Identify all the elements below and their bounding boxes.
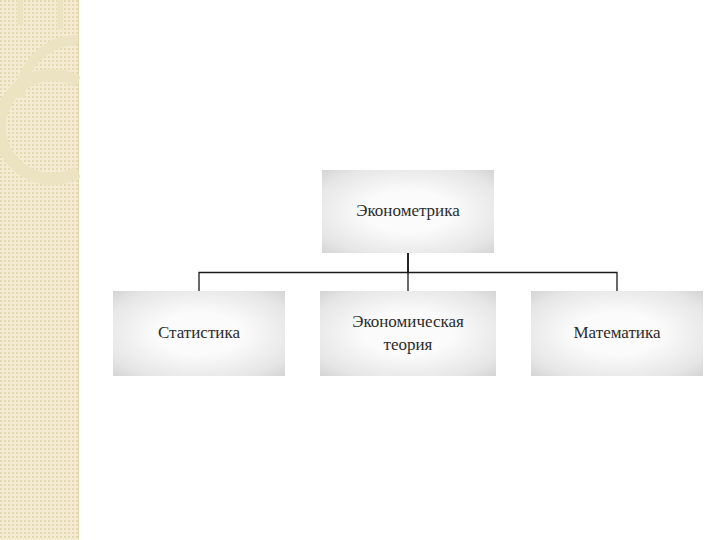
box-label: Эконометрика — [356, 200, 459, 222]
box-label: Экономическая теория — [332, 311, 484, 355]
child-box: Экономическая теория — [320, 291, 496, 376]
strip-bars — [20, 0, 60, 30]
strip-ground — [0, 0, 78, 540]
child-box: Статистика — [113, 291, 285, 376]
strip-arc — [20, 40, 78, 98]
child-box: Математика — [531, 291, 703, 376]
box-label: Статистика — [158, 322, 240, 344]
box-label: Математика — [573, 322, 660, 344]
root-box: Эконометрика — [322, 170, 494, 253]
decorative-strip — [0, 0, 80, 540]
tree-connector — [408, 253, 617, 291]
tree-connector — [199, 253, 408, 291]
strip-circle — [0, 75, 78, 179]
